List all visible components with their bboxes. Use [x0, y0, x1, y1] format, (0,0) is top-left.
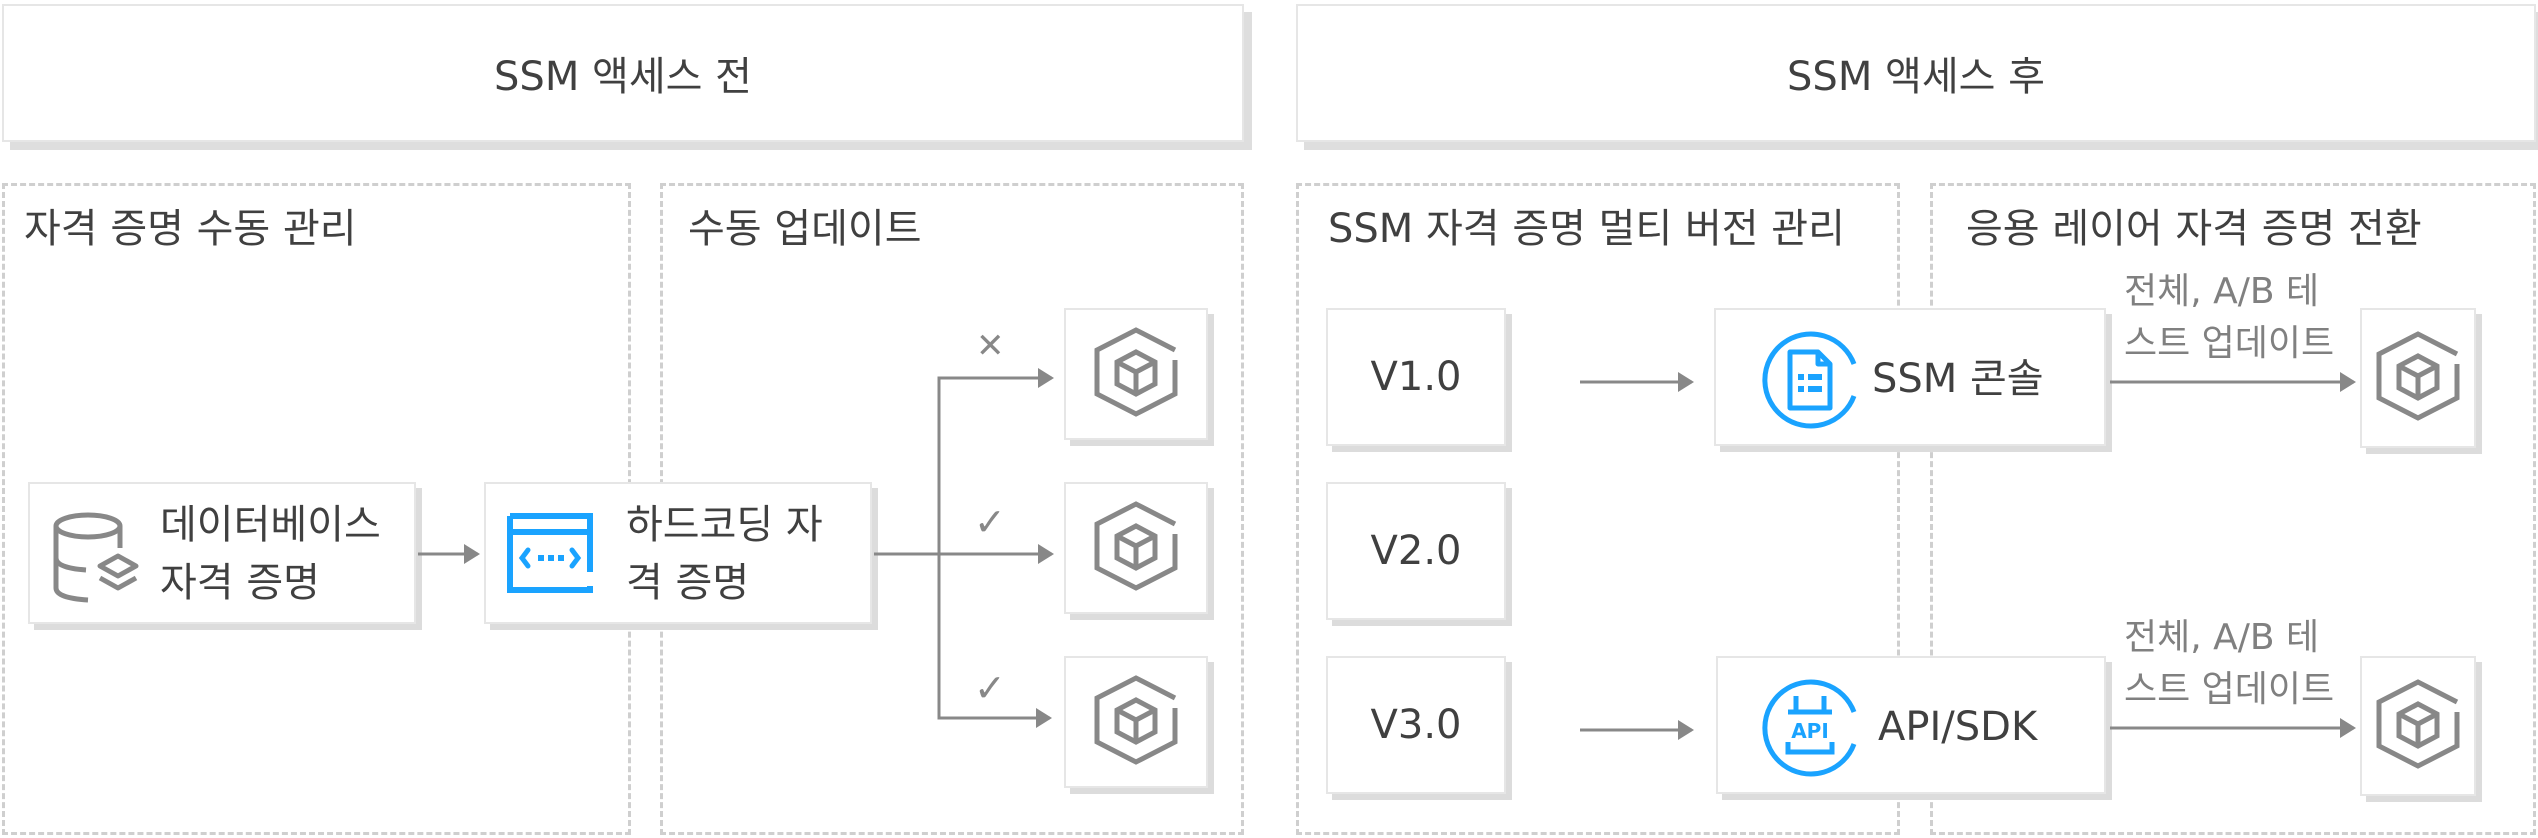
database-icon	[50, 508, 140, 604]
cube-hexagon-icon	[2373, 330, 2463, 426]
cube-hexagon-icon	[2373, 678, 2463, 774]
hardcoded-credential-line1: 하드코딩 자	[626, 502, 823, 548]
update-label-line1: 전체, A/B 테	[2124, 271, 2320, 312]
version-label: V3.0	[1370, 702, 1462, 748]
svg-text:API: API	[1791, 719, 1829, 743]
zone-manual-update-title: 수동 업데이트	[688, 206, 922, 252]
cube-hexagon-icon	[1091, 326, 1181, 422]
zone-multi-version	[1296, 183, 1900, 835]
cube-hexagon-icon	[1091, 674, 1181, 770]
document-console-icon	[1758, 328, 1862, 432]
update-label-line2: 스트 업데이트	[2124, 669, 2335, 710]
update-label-bottom: 전체, A/B 테 스트 업데이트	[2124, 612, 2334, 716]
zone-app-layer-switch-title: 응용 레이어 자격 증명 전환	[1966, 206, 2422, 252]
api-sdk-card: API API/SDK	[1716, 656, 2106, 794]
zone-manual-management-title: 자격 증명 수동 관리	[24, 206, 357, 252]
database-credential-card: 데이터베이스 자격 증명	[28, 482, 416, 624]
version-card: V1.0	[1326, 308, 1506, 446]
version-label: V2.0	[1370, 528, 1462, 574]
hardcoded-credential-card: 하드코딩 자 격 증명	[484, 482, 872, 624]
version-card: V2.0	[1326, 482, 1506, 620]
target-app-card	[2360, 656, 2476, 796]
database-credential-line1: 데이터베이스	[160, 502, 381, 548]
database-credential-line2: 자격 증명	[160, 560, 320, 606]
api-icon: API	[1758, 676, 1862, 780]
hardcoded-credential-line2: 격 증명	[626, 560, 750, 606]
target-app-card	[2360, 308, 2476, 448]
target-app-card	[1064, 656, 1208, 788]
code-window-icon	[506, 512, 596, 596]
update-label-top: 전체, A/B 테 스트 업데이트	[2124, 266, 2334, 370]
success-mark: ✓	[974, 500, 1006, 544]
update-label-line1: 전체, A/B 테	[2124, 617, 2320, 658]
version-card: V3.0	[1326, 656, 1506, 794]
version-label: V1.0	[1370, 354, 1462, 400]
target-app-card	[1064, 482, 1208, 614]
target-app-card	[1064, 308, 1208, 440]
api-sdk-label: API/SDK	[1878, 704, 2038, 750]
ssm-console-label: SSM 콘솔	[1872, 356, 2044, 402]
header-before-title: SSM 액세스 전	[494, 54, 752, 100]
cube-hexagon-icon	[1091, 500, 1181, 596]
header-after-title: SSM 액세스 후	[1787, 54, 2045, 100]
update-label-line2: 스트 업데이트	[2124, 323, 2335, 364]
ssm-console-card: SSM 콘솔	[1714, 308, 2106, 446]
failed-mark: ✕	[976, 326, 1005, 366]
zone-app-layer-switch	[1930, 183, 2536, 835]
success-mark: ✓	[974, 666, 1006, 710]
header-before: SSM 액세스 전	[2, 4, 1244, 142]
zone-multi-version-title: SSM 자격 증명 멀티 버전 관리	[1328, 206, 1845, 252]
header-after: SSM 액세스 후	[1296, 4, 2536, 142]
